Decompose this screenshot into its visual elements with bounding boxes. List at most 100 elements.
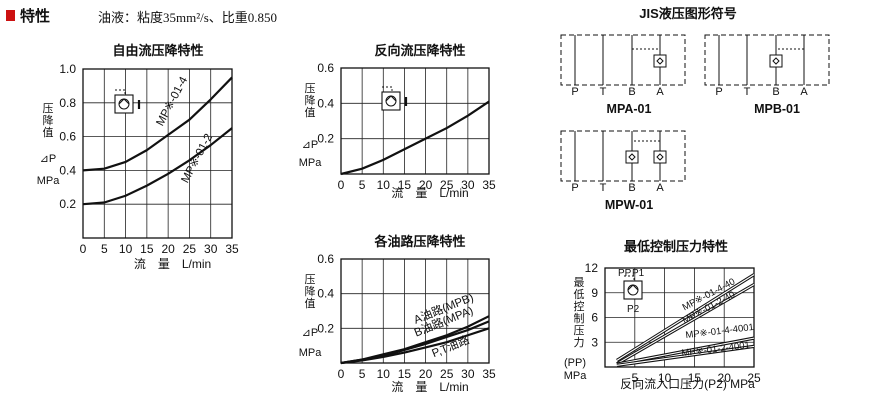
- port-label: A: [656, 86, 664, 98]
- y-axis-label-char: 压: [43, 102, 54, 115]
- series-line: [82, 76, 233, 172]
- series-line-inner: [616, 284, 755, 365]
- y-axis-unit: MPa: [564, 370, 588, 382]
- y-tick-label: 0.2: [317, 321, 334, 335]
- plot-frame: [82, 68, 233, 239]
- y-axis-unit: MPa: [299, 347, 323, 359]
- x-axis-label: 流 量 L/min: [391, 186, 468, 200]
- y-tick-label: 0.4: [317, 287, 334, 301]
- y-axis-label-char: 降: [305, 93, 316, 107]
- pilot-line: [631, 140, 661, 151]
- y-axis-symbol: (PP): [564, 357, 586, 369]
- y-axis-label-char: 压: [305, 273, 316, 286]
- series-label: MP※-01-4: [154, 75, 190, 129]
- y-axis-symbol: ⊿P: [302, 327, 319, 339]
- x-tick-label: 20: [718, 371, 732, 385]
- check-valve-icon: [769, 54, 783, 68]
- y-tick-label: 6: [591, 311, 598, 325]
- port-label: B: [628, 182, 635, 194]
- x-tick-label: 5: [101, 242, 108, 256]
- x-tick-label: 30: [461, 367, 475, 381]
- manifold-outline: [704, 34, 830, 86]
- y-axis-label-char: 值: [305, 297, 316, 310]
- series-label: MP※-01-2-4001: [681, 340, 751, 359]
- check-ball: [656, 153, 664, 161]
- y-tick-label: 0.4: [317, 96, 334, 110]
- series-line: [82, 127, 233, 206]
- y-tick-label: 0.6: [317, 61, 334, 75]
- x-tick-label: 10: [377, 367, 391, 381]
- x-tick-label: 20: [419, 178, 433, 192]
- y-axis-label-char: 力: [574, 336, 585, 349]
- x-tick-label: 15: [398, 367, 412, 381]
- x-tick-label: 0: [80, 242, 87, 256]
- x-tick-label: 10: [377, 178, 391, 192]
- header-oil-info: 油液：粘度35mm²/s、比重0.850: [98, 10, 277, 25]
- y-axis-label-char: 压: [305, 82, 316, 95]
- x-tick-label: 5: [359, 367, 366, 381]
- y-axis-label-char: 降: [43, 113, 54, 127]
- port-label: P: [571, 182, 578, 194]
- series-label: MP※-01-2: [179, 132, 215, 185]
- x-tick-label: 35: [225, 242, 239, 256]
- valve-seat: [118, 98, 130, 105]
- y-tick-label: 12: [585, 261, 599, 275]
- port-label: B: [628, 86, 635, 98]
- chart-title: 最低控制压力特性: [624, 239, 728, 254]
- y-axis-unit: MPa: [299, 157, 323, 169]
- port-label: A: [800, 86, 808, 98]
- port-label: A: [656, 182, 664, 194]
- symbol-panel-label: MPW-01: [605, 198, 653, 212]
- check-valve-icon: [625, 150, 639, 164]
- check-valve-icon: [114, 89, 141, 114]
- x-tick-label: 15: [398, 178, 412, 192]
- chart-title: 各油路压降特性: [373, 234, 465, 249]
- valve-seat: [385, 95, 397, 102]
- pilot-line: [382, 86, 393, 92]
- valve-box: [381, 91, 401, 111]
- y-axis-label-char: 最: [574, 276, 585, 289]
- x-tick-label: 25: [440, 178, 454, 192]
- x-tick-label: 20: [419, 367, 433, 381]
- check-ball: [656, 57, 664, 65]
- x-tick-label: 0: [338, 367, 345, 381]
- manifold-outline: [560, 130, 686, 182]
- chart-title: 自由流压降特性: [112, 43, 203, 58]
- port-label: P: [715, 86, 722, 98]
- x-tick-label: 5: [359, 178, 366, 192]
- y-tick-label: 0.2: [59, 197, 76, 211]
- y-axis-unit: MPa: [37, 175, 61, 187]
- series-line: [340, 327, 490, 365]
- x-tick-label: 30: [461, 178, 475, 192]
- y-tick-label: 0.2: [317, 132, 334, 146]
- pilot-line: [624, 275, 635, 281]
- check-valve-icon: [653, 150, 667, 164]
- y-axis-symbol: ⊿P: [302, 139, 319, 151]
- x-tick-label: 10: [658, 371, 672, 385]
- symbol-panel-label: MPA-01: [607, 102, 652, 116]
- plot-frame: [340, 67, 490, 175]
- y-tick-label: 0.6: [317, 252, 334, 266]
- x-tick-label: 15: [688, 371, 702, 385]
- port-label: T: [600, 86, 607, 98]
- header-marker: [6, 10, 15, 21]
- x-tick-label: 10: [119, 242, 133, 256]
- y-axis-label-char: 值: [305, 106, 316, 119]
- valve-box: [623, 280, 643, 300]
- x-tick-label: 25: [440, 367, 454, 381]
- x-axis-label: 反向流入口压力(P2) MPa: [620, 376, 755, 391]
- y-tick-label: 3: [591, 335, 598, 349]
- y-tick-label: 9: [591, 286, 598, 300]
- valve-seat: [627, 284, 639, 291]
- header-title: 特性: [20, 7, 50, 25]
- inset-label-p1: P1: [632, 268, 645, 279]
- x-tick-label: 15: [140, 242, 154, 256]
